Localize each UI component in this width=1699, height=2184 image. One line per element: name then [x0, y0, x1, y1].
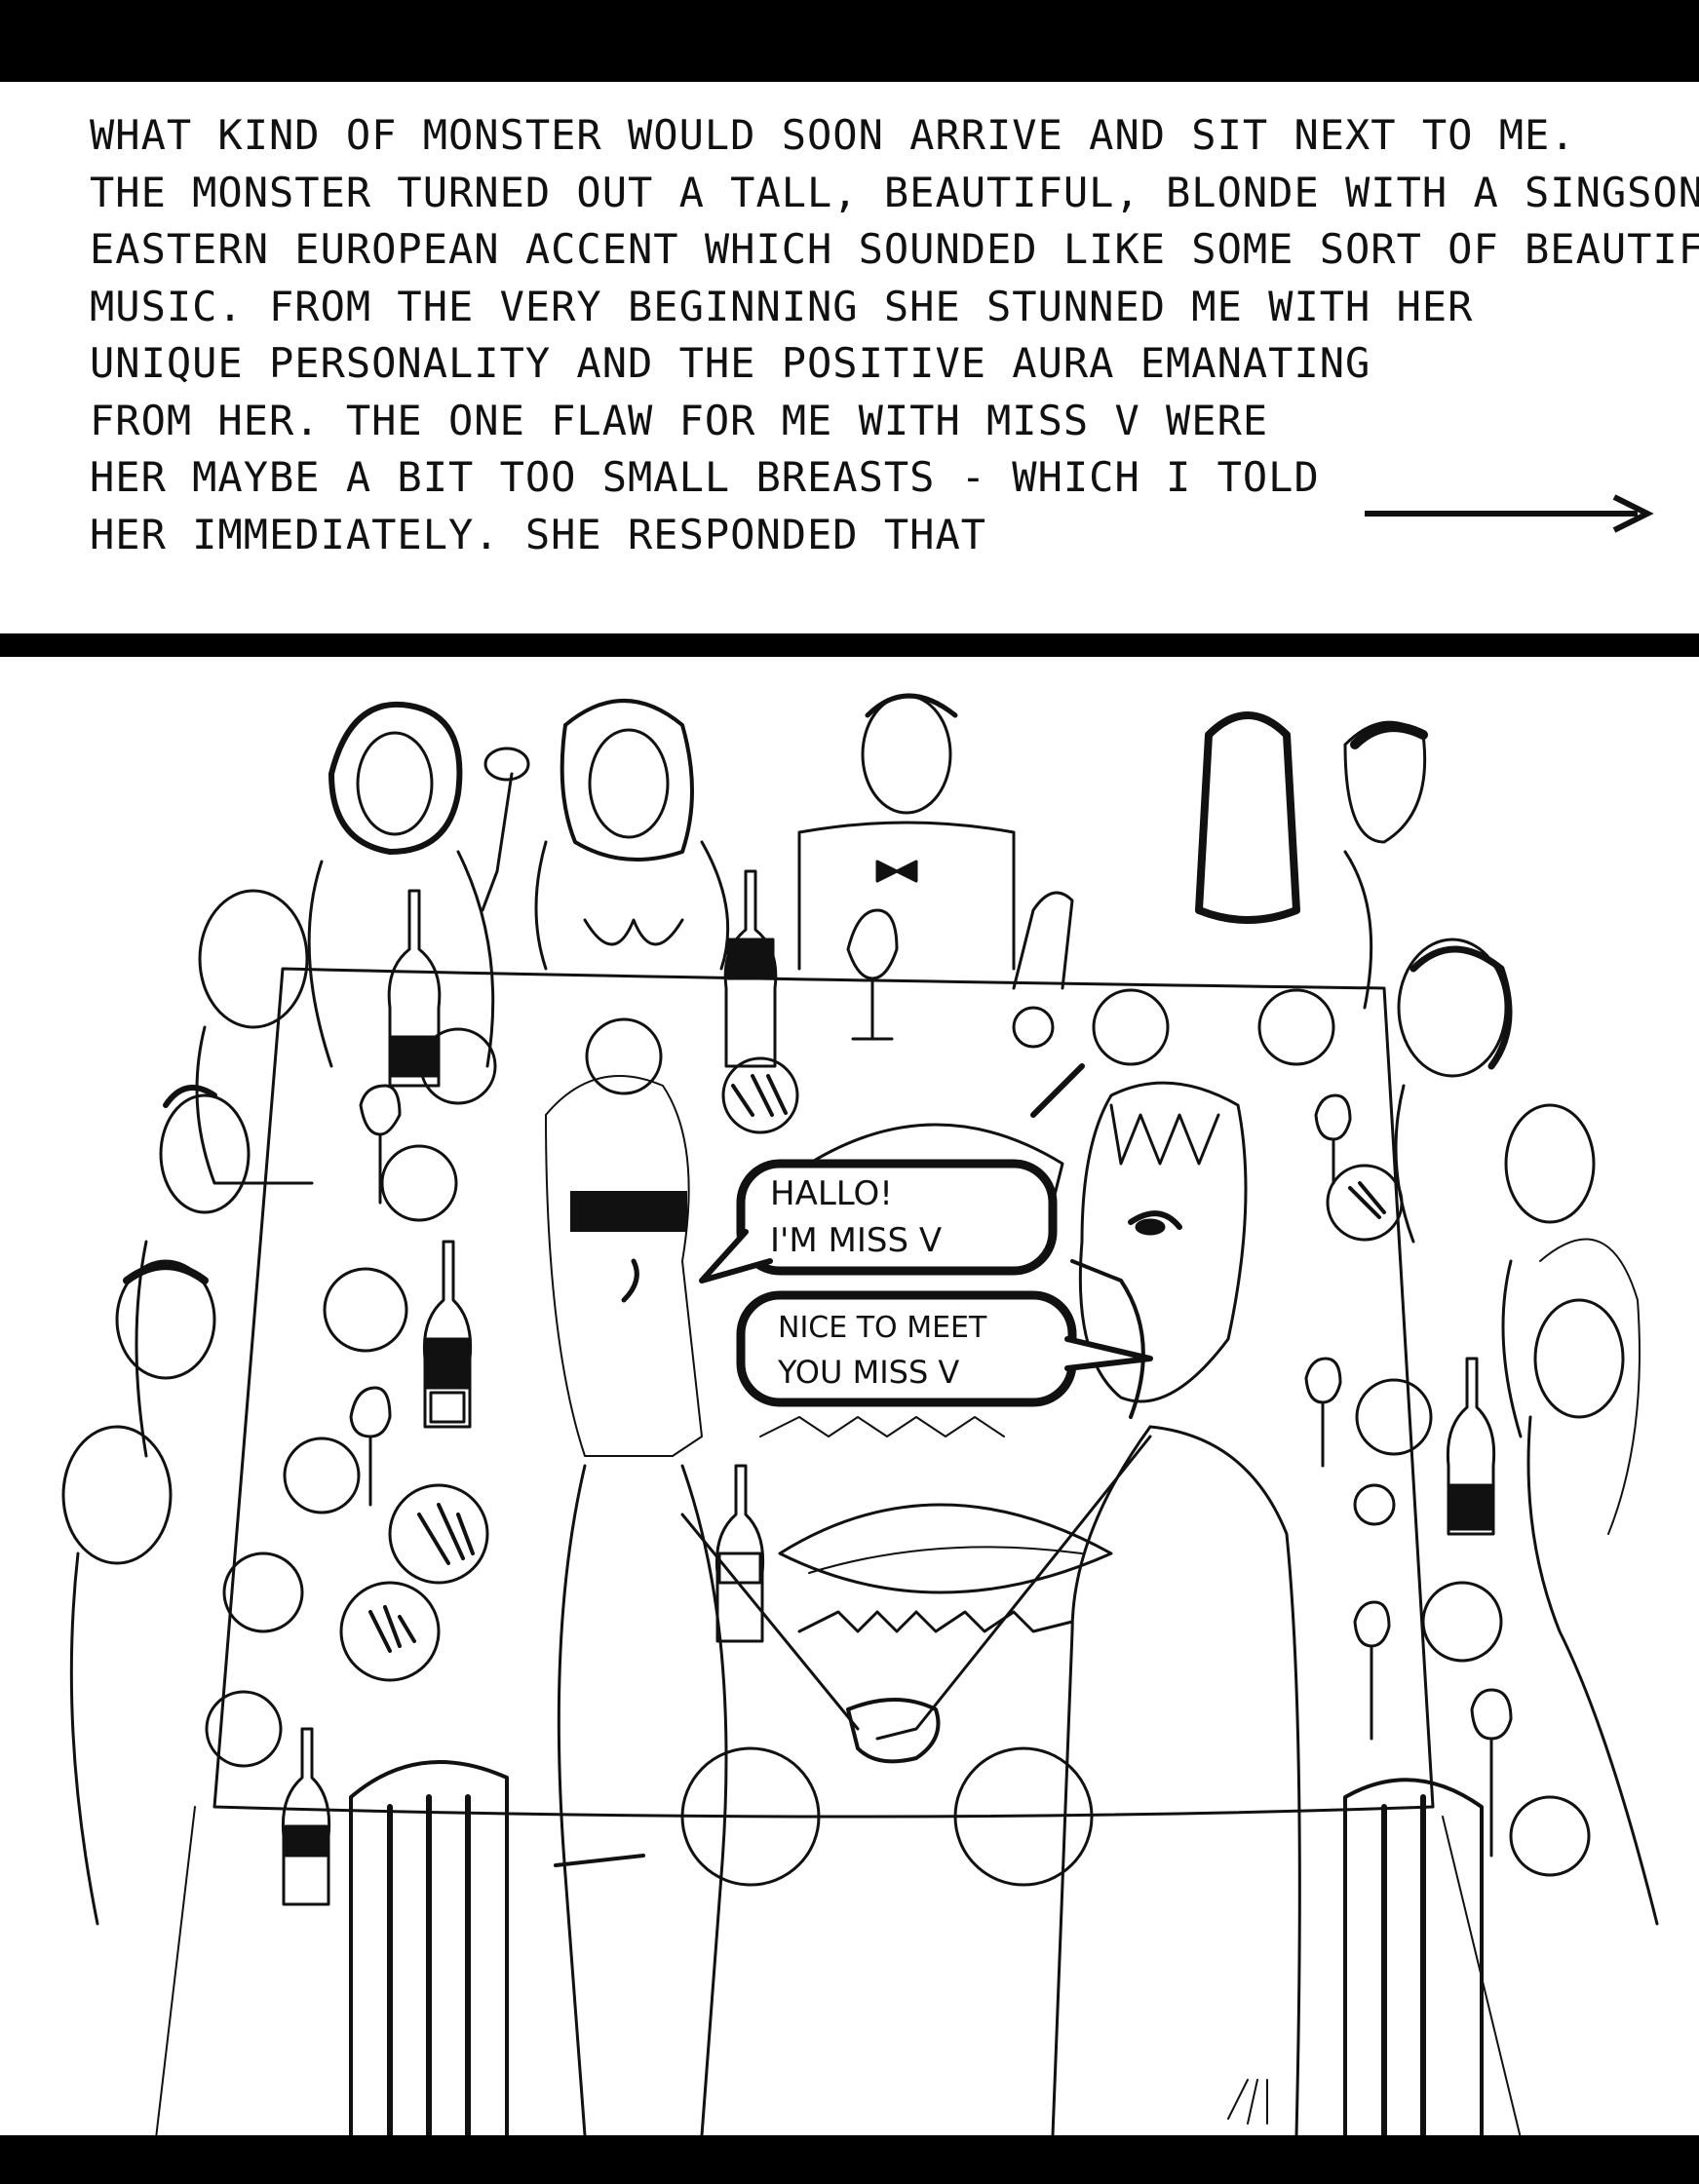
guest-man-bowtie — [797, 693, 1016, 971]
wine-bottles — [281, 869, 1496, 1906]
top-black-bar — [0, 0, 1699, 82]
caption-text: WHAT KIND OF MONSTER WOULD SOON ARRIVE A… — [90, 107, 1699, 563]
caption-line: THE MONSTER TURNED OUT A TALL, BEAUTIFUL… — [90, 168, 1699, 216]
guest-right-side — [1394, 938, 1659, 1926]
caption-box: WHAT KIND OF MONSTER WOULD SOON ARRIVE A… — [0, 82, 1699, 633]
bubble-him-line2: YOU MISS V — [777, 1354, 959, 1391]
miss-v-figure — [545, 1075, 860, 2135]
bearded-man-figure — [875, 1081, 1301, 2135]
dinner-table — [155, 967, 1522, 2135]
caption-line: WHAT KIND OF MONSTER WOULD SOON ARRIVE A… — [90, 111, 1576, 159]
guest-left-man — [61, 889, 314, 1926]
bubble-her-line2: I'M MISS V — [770, 1221, 942, 1260]
censor-bar — [570, 1191, 687, 1232]
continue-arrow-icon — [1365, 494, 1654, 533]
wine-glasses — [349, 908, 1513, 1858]
speech-bubble-man: NICE TO MEET YOU MISS V — [736, 1290, 1153, 1407]
caption-line: FROM HER. THE ONE FLAW FOR ME WITH MISS … — [90, 396, 1269, 444]
chairs — [349, 891, 1484, 2135]
serving-platters — [759, 1063, 1113, 1633]
speech-bubble-miss-v: HALLO! I'M MISS V — [699, 1159, 1058, 1284]
caption-line: EASTERN EUROPEAN ACCENT WHICH SOUNDED LI… — [90, 225, 1699, 273]
bottom-black-bar — [0, 2135, 1699, 2184]
panel-divider — [0, 633, 1699, 657]
guest-curly-hair — [307, 701, 530, 1068]
bubble-him-line1: NICE TO MEET — [778, 1311, 987, 1345]
comic-panel: HALLO! I'M MISS V NICE TO MEET YOU MISS … — [0, 657, 1699, 2135]
guest-woman-center — [534, 699, 730, 971]
handshake — [846, 1698, 941, 1764]
dinner-party-drawing: HALLO! I'M MISS V NICE TO MEET YOU MISS … — [61, 693, 1659, 2135]
caption-line: MUSIC. FROM THE VERY BEGINNING SHE STUNN… — [90, 282, 1474, 330]
guest-dark-hair-right — [1195, 711, 1428, 1010]
bubble-her-line1: HALLO! — [770, 1174, 893, 1213]
caption-line: HER IMMEDIATELY. SHE RESPONDED THAT — [90, 510, 987, 558]
plates — [205, 988, 1591, 1887]
caption-line: UNIQUE PERSONALITY AND THE POSITIVE AURA… — [90, 339, 1371, 387]
caption-line: HER MAYBE A BIT TOO SMALL BREASTS - WHIC… — [90, 453, 1320, 501]
